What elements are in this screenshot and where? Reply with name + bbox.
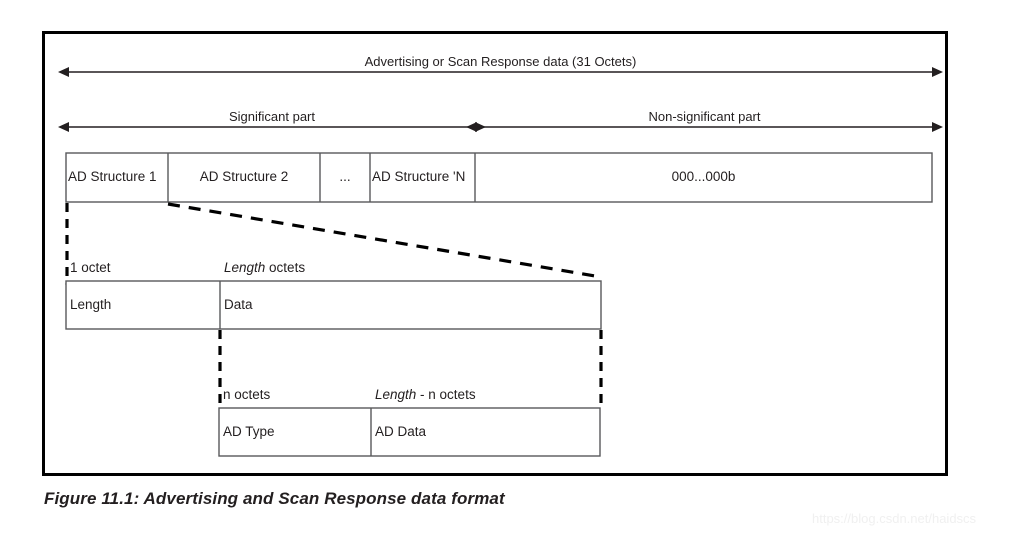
non-significant-part-label: Non-significant part: [648, 109, 761, 124]
figure-caption: Figure 11.1: Advertising and Scan Respon…: [44, 489, 505, 508]
size-label-one-octet-text: 1 octet: [70, 260, 111, 275]
size-label-length-minus-n-octets: Length - n octets: [375, 387, 476, 402]
figure-frame: Advertising or Scan Response data (31 Oc…: [42, 31, 948, 476]
cell-ad-structure-2: AD Structure 2: [199, 169, 289, 184]
ad-structure-leader-lines: [65, 202, 602, 285]
watermark-text: https://blog.csdn.net/haidscs: [812, 511, 977, 526]
size-label-length-octets: Length octets: [224, 260, 305, 275]
cell-ad-data: AD Data: [375, 424, 427, 439]
size-label-n-octets: n octets: [223, 387, 270, 402]
ad-data-expansion-box: [218, 407, 601, 457]
cell-zero-padding: 000...000b: [671, 169, 736, 184]
ad-structure-expansion-box: [65, 280, 602, 330]
significant-part-label: Significant part: [229, 109, 315, 124]
total-span-label: Advertising or Scan Response data (31 Oc…: [364, 54, 637, 69]
adv-data-row-box: [65, 152, 933, 203]
size-label-one-octet: 1 octet: [70, 260, 111, 275]
cell-ad-structure-n: AD Structure 'N: [372, 169, 466, 184]
size-label-length-minus-n-suffix: - n octets: [416, 387, 476, 402]
cell-data: Data: [224, 297, 253, 312]
cell-ellipsis: ...: [339, 169, 351, 184]
size-label-n-octets-text: n octets: [223, 387, 271, 402]
size-label-length-italic: Length: [224, 260, 266, 275]
size-label-length-suffix: octets: [265, 260, 306, 275]
cell-ad-structure-1: AD Structure 1: [68, 169, 157, 184]
cell-ad-type: AD Type: [223, 424, 275, 439]
diagram-canvas: [58, 67, 943, 457]
cell-length: Length: [70, 297, 112, 312]
size-label-length-minus-n-italic: Length: [375, 387, 417, 402]
ad-data-leader-lines: [218, 330, 603, 410]
